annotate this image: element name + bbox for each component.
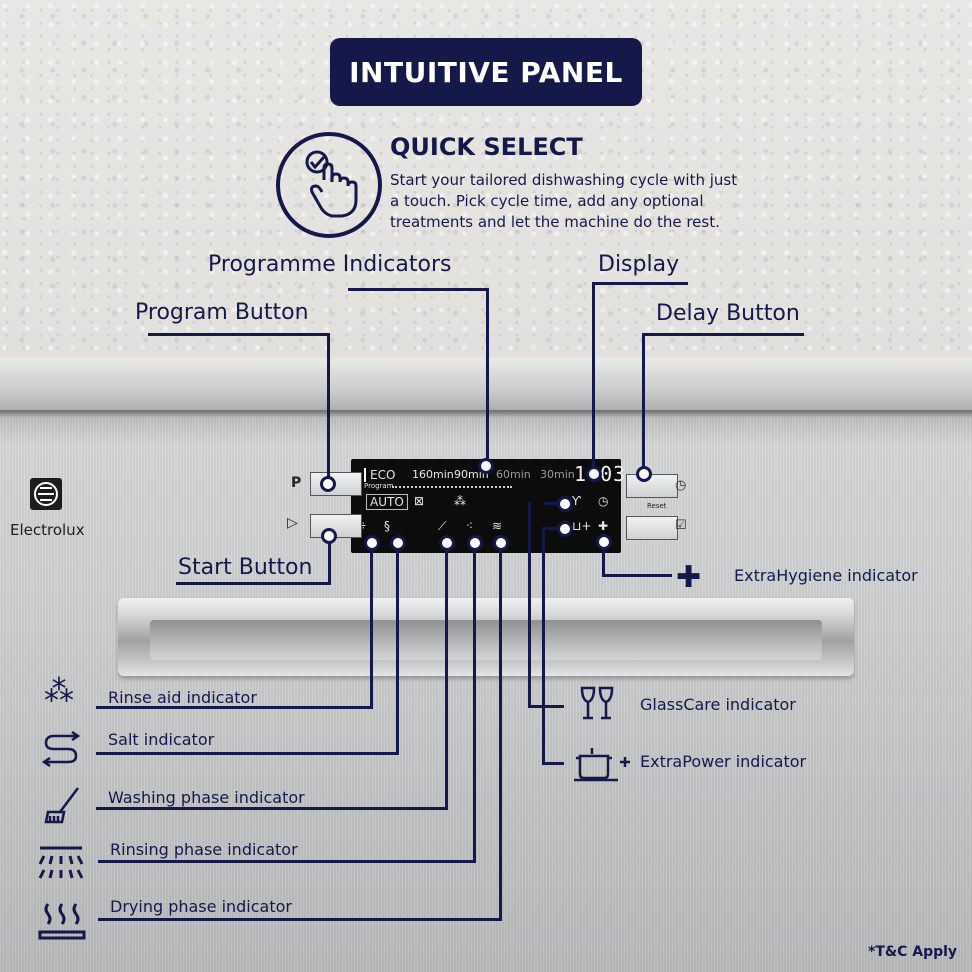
label-glasscare: GlassCare indicator [640, 695, 796, 714]
electrolux-logo-icon [30, 478, 62, 510]
callout-line [542, 762, 564, 765]
rinse-aid-dot [364, 535, 380, 551]
callout-line [396, 542, 399, 755]
rinsing-dot [467, 535, 483, 551]
callout-line [98, 860, 476, 863]
glasscare-dot [557, 496, 573, 512]
label-display: Display [598, 252, 680, 277]
program-button-dot [320, 476, 336, 492]
tc-apply: *T&C Apply [868, 944, 958, 960]
clock-panel-icon: ◷ [598, 494, 609, 508]
quick-select-title: QUICK SELECT [390, 133, 583, 161]
rinsing-icon [36, 844, 86, 892]
auto-label: AUTO [366, 494, 408, 510]
callout-line [328, 536, 331, 585]
time-160: 160min [412, 468, 454, 481]
extrapower-icon [572, 744, 634, 790]
salt-dot [390, 535, 406, 551]
callout-line [592, 282, 595, 472]
callout-line [445, 542, 448, 810]
eco-label: ECO [364, 468, 395, 482]
washing-dot [439, 535, 455, 551]
callout-line [148, 333, 330, 336]
callout-line [473, 542, 476, 863]
callout-line [96, 807, 448, 810]
label-rinsing: Rinsing phase indicator [110, 840, 298, 859]
quick-select-icon [276, 132, 382, 238]
dry-panel-icon: ≋ [492, 519, 503, 533]
wash-panel-icon: ⟋ [438, 519, 447, 533]
label-program-button: Program Button [135, 300, 309, 325]
program-label: Program [364, 482, 394, 490]
delay-button[interactable] [626, 474, 678, 498]
delay-button-dot [636, 466, 652, 482]
quick-select-panel-icon: ⊠ [414, 494, 425, 508]
extrahygiene-dot [596, 534, 612, 550]
quick-select-line: a touch. Pick cycle time, add any option… [390, 192, 704, 210]
door-handle-recess [150, 620, 822, 660]
reset-button[interactable] [626, 516, 678, 540]
label-salt: Salt indicator [108, 730, 215, 749]
label-rinse-aid: Rinse aid indicator [108, 688, 257, 707]
start-button-dot [321, 528, 337, 544]
callout-line [528, 502, 531, 708]
drying-icon [36, 900, 88, 950]
callout-line [642, 333, 804, 336]
callout-line [370, 542, 373, 709]
glass-panel-icon: Ƴ [572, 494, 581, 508]
spray-panel-icon: ⁂ [454, 494, 466, 508]
extrapower-dot [557, 521, 573, 537]
page-title: INTUITIVE PANEL [330, 38, 642, 106]
program-button-label: P [291, 475, 302, 491]
callout-line [96, 706, 372, 709]
callout-line [594, 282, 688, 285]
callout-line [602, 574, 672, 577]
quick-select-line: treatments and let the machine do the re… [390, 213, 720, 231]
label-extrahygiene: ExtraHygiene indicator [734, 566, 918, 585]
extrahygiene-icon: ✚ [676, 560, 702, 595]
callout-line [542, 527, 545, 765]
delay-clock-icon: ◷ [675, 478, 687, 493]
label-programme-indicators: Programme Indicators [208, 252, 452, 277]
callout-line [602, 541, 605, 577]
salt-panel-icon: § [384, 519, 390, 533]
start-button-label: ▷ [287, 515, 298, 531]
callout-line [544, 502, 564, 505]
brand-name: Electrolux [10, 521, 85, 539]
time-30: 30min [540, 468, 575, 481]
callout-line [642, 333, 645, 473]
programme-indicators-dot [478, 458, 494, 474]
callout-line [98, 918, 502, 921]
quick-select-line: Start your tailored dishwashing cycle wi… [390, 171, 738, 189]
display-dot [586, 466, 602, 482]
rinse-panel-icon: ⁖ [466, 519, 474, 533]
quick-select-description: Start your tailored dishwashing cycle wi… [390, 170, 780, 233]
label-washing: Washing phase indicator [108, 788, 305, 807]
salt-icon [41, 730, 82, 776]
callout-line [528, 705, 564, 708]
washing-icon [42, 786, 82, 832]
pot-panel-icon: ⊔+ [572, 519, 592, 533]
callout-line [544, 527, 564, 530]
glasscare-icon [578, 686, 618, 732]
label-delay-button: Delay Button [656, 301, 800, 326]
time-60: 60min [496, 468, 531, 481]
callout-line [327, 333, 330, 483]
label-extrapower: ExtraPower indicator [640, 752, 807, 771]
reset-label: Reset [647, 502, 667, 510]
callout-line [486, 288, 489, 466]
hygiene-panel-icon: ✚ [598, 519, 609, 533]
rinse-aid-icon: ⁂ [44, 674, 74, 709]
drying-dot [493, 535, 509, 551]
reset-icon: ☑ [675, 518, 687, 533]
callout-line [96, 752, 398, 755]
callout-line [176, 582, 331, 585]
label-start-button: Start Button [178, 555, 313, 580]
callout-line [348, 288, 486, 291]
callout-line [499, 542, 502, 921]
program-progress [392, 486, 512, 488]
program-button[interactable] [310, 472, 362, 496]
label-drying: Drying phase indicator [110, 897, 292, 916]
